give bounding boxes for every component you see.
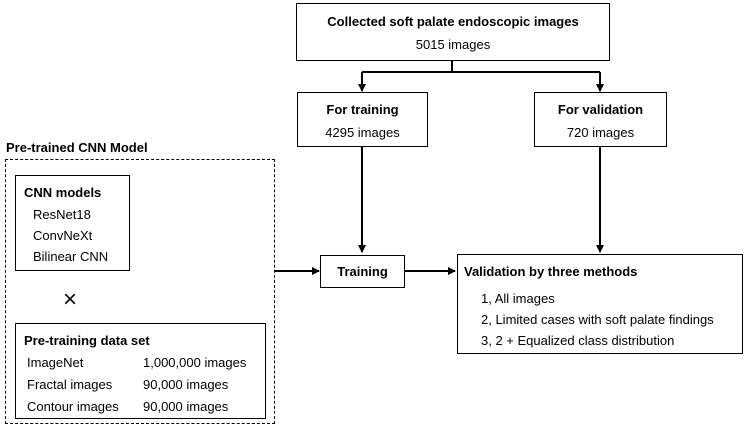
cnn-model-item: Bilinear CNN <box>33 249 109 264</box>
validation-set-title: For validation <box>557 102 644 117</box>
dataset-size: 90,000 images <box>143 377 229 392</box>
cnn-model-item: ConvNeXt <box>33 228 93 243</box>
collected-count: 5015 images <box>415 37 491 52</box>
dataset-size: 90,000 images <box>143 399 229 414</box>
collected-images-box: Collected soft palate endoscopic images … <box>296 3 610 61</box>
cnn-models-box: CNN models ResNet18 ConvNeXt Bilinear CN… <box>15 175 130 271</box>
training-set-title: For training <box>326 102 399 117</box>
times-icon: × <box>63 286 78 313</box>
validation-methods-box: Validation by three methods 1, All image… <box>457 254 743 354</box>
validation-method-item: 1, All images <box>481 291 555 306</box>
dataset-name: Contour images <box>27 399 119 414</box>
cnn-models-title: CNN models <box>24 185 102 200</box>
pretrained-container <box>5 159 275 424</box>
validation-set-box: For validation 720 images <box>534 92 667 147</box>
collected-title: Collected soft palate endoscopic images <box>327 14 579 29</box>
pretraining-dataset-box: Pre-training data set ImageNet 1,000,000… <box>15 323 266 419</box>
dataset-size: 1,000,000 images <box>143 355 247 370</box>
pretrained-heading: Pre-trained CNN Model <box>6 140 148 155</box>
dataset-title: Pre-training data set <box>24 333 150 348</box>
dataset-name: Fractal images <box>27 377 113 392</box>
cnn-model-item: ResNet18 <box>33 207 91 222</box>
training-set-box: For training 4295 images <box>297 92 428 147</box>
validation-set-count: 720 images <box>566 125 635 140</box>
training-label: Training <box>337 264 388 279</box>
training-set-count: 4295 images <box>325 125 400 140</box>
dataset-name: ImageNet <box>27 355 84 370</box>
validation-methods-title: Validation by three methods <box>464 264 638 279</box>
validation-method-item: 3, 2 + Equalized class distribution <box>481 333 675 348</box>
training-box: Training <box>320 255 405 288</box>
validation-method-item: 2, Limited cases with soft palate findin… <box>481 312 714 327</box>
